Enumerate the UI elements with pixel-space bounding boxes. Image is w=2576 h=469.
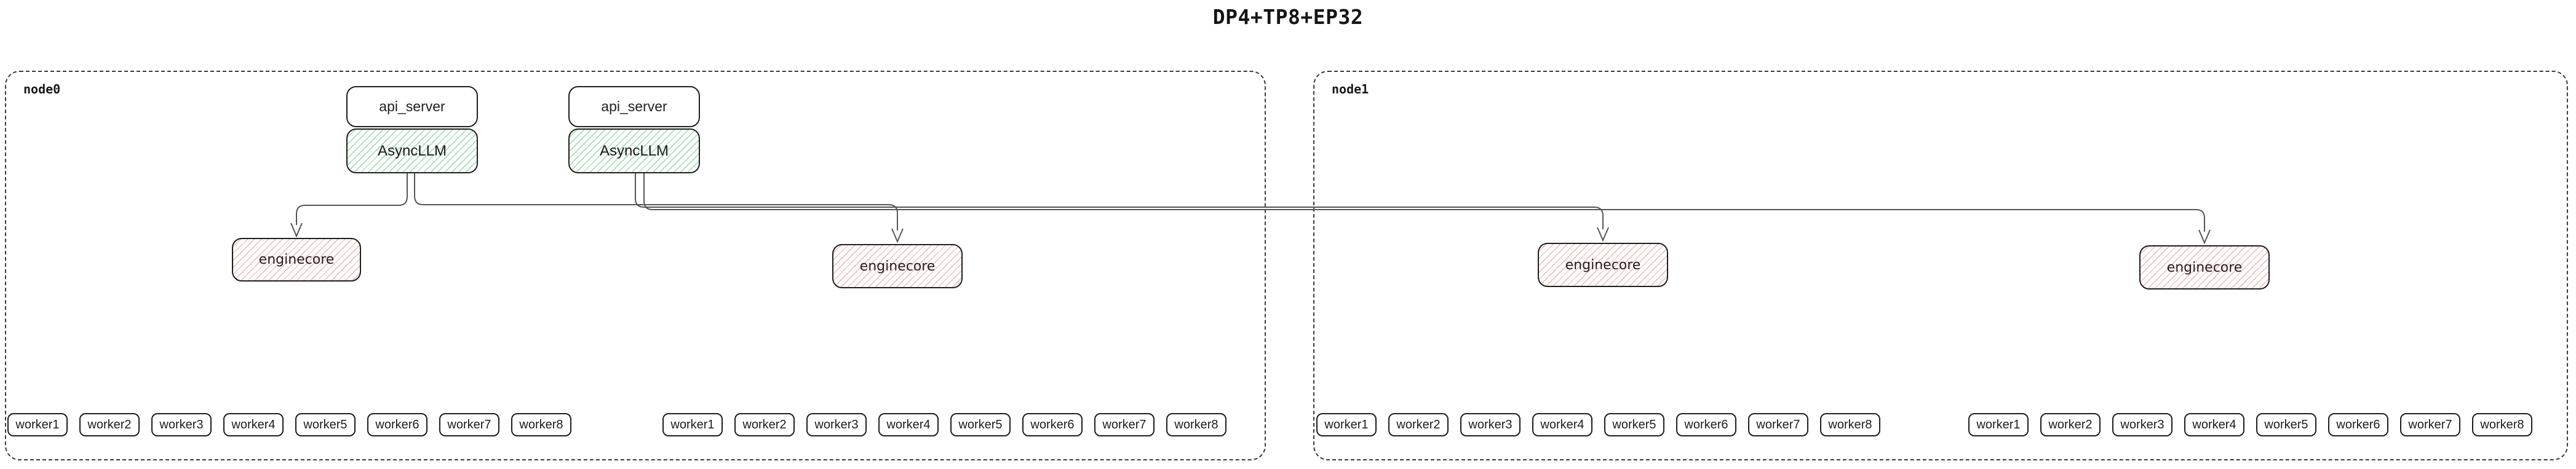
- worker-box: worker1: [7, 413, 68, 436]
- worker-box: worker2: [734, 413, 795, 436]
- worker-box: worker4: [1532, 413, 1592, 436]
- worker-box: worker6: [1676, 413, 1736, 436]
- api-server-box-1: api_server: [346, 86, 478, 127]
- asyncllm-box-2: AsyncLLM: [568, 128, 700, 173]
- worker-box: worker5: [950, 413, 1011, 436]
- node0-container: node0: [5, 71, 1266, 460]
- enginecore-box-node1-2: enginecore: [2139, 245, 2270, 290]
- worker-box: worker7: [2400, 413, 2460, 436]
- worker-box: worker8: [1166, 413, 1226, 436]
- arrowhead-icon: [1597, 227, 1609, 242]
- worker-box: worker7: [1094, 413, 1155, 436]
- worker-group-node0-2: worker1 worker2 worker3 worker4 worker5 …: [662, 413, 1226, 436]
- worker-box: worker8: [2472, 413, 2532, 436]
- enginecore-box-node0-1: enginecore: [232, 238, 361, 282]
- worker-box: worker6: [1022, 413, 1083, 436]
- worker-box: worker5: [295, 413, 356, 436]
- enginecore-box-node0-2: enginecore: [832, 244, 963, 288]
- worker-box: worker2: [1388, 413, 1449, 436]
- edge-asyncllm2-enginecore3: [635, 172, 1604, 229]
- edge-asyncllm2-enginecore4: [643, 172, 2205, 232]
- diagram-title: DP4+TP8+EP32: [1212, 5, 1364, 29]
- worker-box: worker8: [511, 413, 571, 436]
- worker-box: worker8: [1820, 413, 1880, 436]
- worker-box: worker5: [2256, 413, 2316, 436]
- edge-asyncllm1-enginecore1: [296, 172, 408, 225]
- worker-box: worker4: [878, 413, 939, 436]
- worker-box: worker2: [2040, 413, 2101, 436]
- worker-group-node0-1: worker1 worker2 worker3 worker4 worker5 …: [7, 413, 571, 436]
- worker-group-node1-2: worker1 worker2 worker3 worker4 worker5 …: [1968, 413, 2532, 436]
- worker-box: worker7: [1748, 413, 1808, 436]
- worker-box: worker2: [79, 413, 140, 436]
- enginecore-box-node1-1: enginecore: [1538, 243, 1668, 287]
- worker-box: worker3: [806, 413, 867, 436]
- arrowhead-icon: [290, 223, 303, 238]
- worker-box: worker1: [1316, 413, 1377, 436]
- worker-box: worker4: [223, 413, 284, 436]
- worker-box: worker1: [662, 413, 723, 436]
- edge-asyncllm1-enginecore2: [414, 172, 898, 231]
- arrowhead-icon: [891, 228, 904, 243]
- worker-box: worker1: [1968, 413, 2029, 436]
- worker-box: worker3: [2112, 413, 2173, 436]
- node0-label: node0: [23, 82, 61, 97]
- worker-box: worker6: [2328, 413, 2388, 436]
- worker-group-node1-1: worker1 worker2 worker3 worker4 worker5 …: [1316, 413, 1880, 436]
- worker-box: worker4: [2184, 413, 2244, 436]
- worker-box: worker3: [1460, 413, 1521, 436]
- asyncllm-box-1: AsyncLLM: [346, 128, 478, 173]
- worker-box: worker3: [151, 413, 212, 436]
- worker-box: worker6: [367, 413, 427, 436]
- worker-box: worker7: [439, 413, 499, 436]
- api-server-box-2: api_server: [568, 86, 700, 127]
- node1-label: node1: [1332, 82, 1369, 97]
- arrowhead-icon: [2198, 229, 2211, 245]
- worker-box: worker5: [1604, 413, 1664, 436]
- node1-container: node1: [1313, 71, 2568, 460]
